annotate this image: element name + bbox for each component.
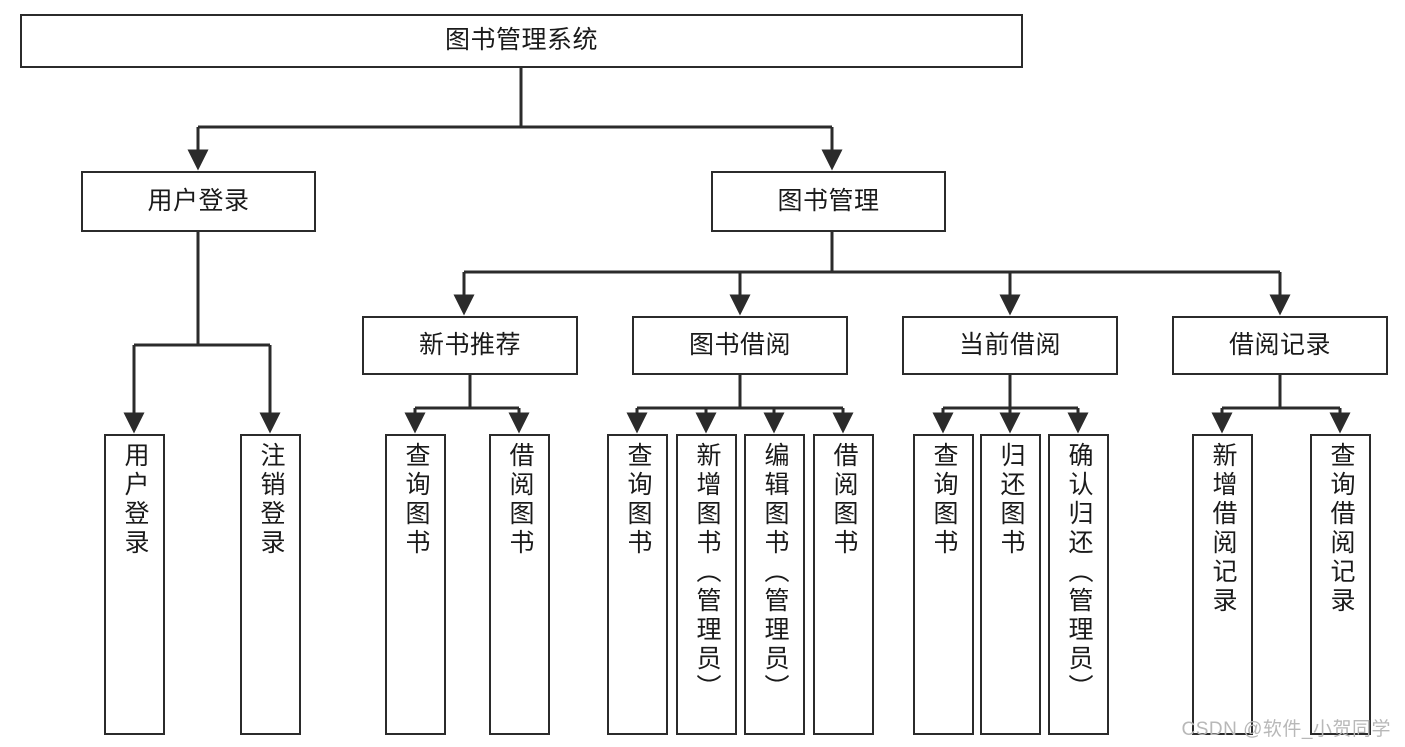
node-leaf-user-login[interactable]: 用户登录: [104, 434, 165, 735]
node-leaf-query-book-borrow[interactable]: 查询图书: [607, 434, 668, 735]
node-leaf-return-book[interactable]: 归还图书: [980, 434, 1041, 735]
node-leaf-logout[interactable]: 注销登录: [240, 434, 301, 735]
node-leaf-query-borrow-record[interactable]: 查询借阅记录: [1310, 434, 1371, 735]
node-leaf-borrow-book-recommend[interactable]: 借阅图书: [489, 434, 550, 735]
node-root-book-management-system[interactable]: 图书管理系统: [20, 14, 1023, 68]
node-label: 新增图书（管理员）: [693, 442, 721, 703]
node-label: 借阅图书: [830, 442, 858, 558]
node-label: 用户登录: [121, 442, 149, 558]
node-leaf-edit-book-admin[interactable]: 编辑图书（管理员）: [744, 434, 805, 735]
node-label: 借阅图书: [506, 442, 534, 558]
watermark-text: CSDN @软件_小贺同学: [1181, 719, 1391, 740]
node-label: 确认归还（管理员）: [1065, 442, 1093, 703]
node-leaf-add-book-admin[interactable]: 新增图书（管理员）: [676, 434, 737, 735]
node-label: 归还图书: [997, 442, 1025, 558]
node-label: 查询图书: [402, 442, 430, 558]
node-label: 当前借阅: [958, 330, 1061, 359]
node-leaf-confirm-return-admin[interactable]: 确认归还（管理员）: [1048, 434, 1109, 735]
node-label: 新增借阅记录: [1209, 442, 1237, 616]
node-label: 图书管理: [777, 186, 880, 215]
node-leaf-add-borrow-record[interactable]: 新增借阅记录: [1192, 434, 1253, 735]
node-label: 图书借阅: [688, 330, 791, 359]
node-book-borrowing[interactable]: 图书借阅: [632, 316, 848, 375]
node-label: 借阅记录: [1228, 330, 1331, 359]
node-label: 查询图书: [624, 442, 652, 558]
node-book-management[interactable]: 图书管理: [711, 171, 946, 232]
node-current-borrowing[interactable]: 当前借阅: [902, 316, 1118, 375]
node-leaf-query-book-current[interactable]: 查询图书: [913, 434, 974, 735]
node-label: 图书管理系统: [444, 26, 598, 55]
node-label: 用户登录: [147, 186, 250, 215]
node-label: 新书推荐: [418, 330, 521, 359]
node-label: 注销登录: [257, 442, 285, 558]
node-label: 查询借阅记录: [1327, 442, 1355, 616]
node-label: 编辑图书（管理员）: [761, 442, 789, 703]
node-leaf-query-book-recommend[interactable]: 查询图书: [385, 434, 446, 735]
node-new-book-recommendation[interactable]: 新书推荐: [362, 316, 578, 375]
node-user-login[interactable]: 用户登录: [81, 171, 316, 232]
node-leaf-borrow-book[interactable]: 借阅图书: [813, 434, 874, 735]
node-label: 查询图书: [930, 442, 958, 558]
node-borrowing-records[interactable]: 借阅记录: [1172, 316, 1388, 375]
